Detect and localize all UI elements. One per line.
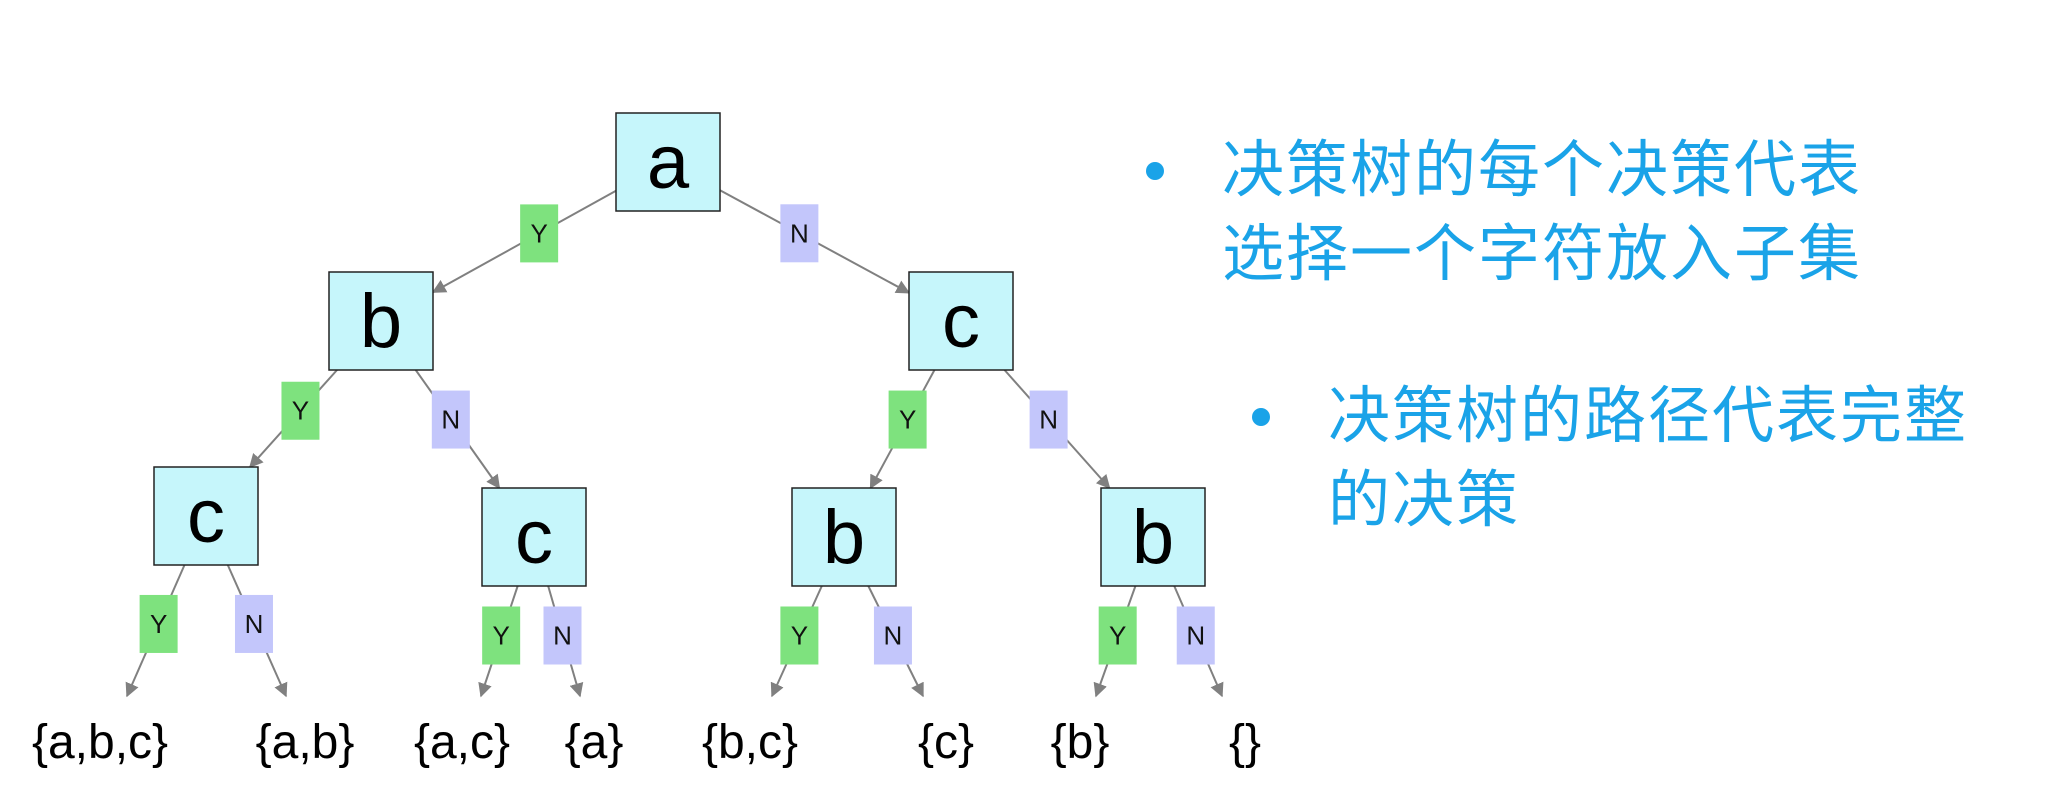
edge-label-text: Y (791, 621, 808, 651)
leaf-subset: {a,b} (256, 716, 355, 769)
yes-label: Y (520, 204, 559, 263)
yes-tag (139, 594, 178, 653)
yes-label: Y (281, 381, 320, 440)
node-box (615, 112, 721, 212)
edge-label-text: Y (292, 396, 309, 426)
no-label: N (873, 606, 912, 665)
edge-label-text: N (553, 621, 572, 651)
leaf-subset: {b,c} (702, 716, 798, 769)
node-box (153, 466, 259, 566)
tree-node-c: c (153, 466, 259, 566)
leaf-subset: {c} (918, 716, 974, 769)
no-label: N (543, 606, 582, 665)
tree-node-b: b (1100, 487, 1206, 587)
leaf-subset: {a,c} (414, 716, 510, 769)
yes-tag (1098, 606, 1137, 665)
leaf-subset: {a,b,c} (32, 716, 168, 769)
tree-node-a: a (615, 112, 721, 212)
no-tag (543, 606, 582, 665)
edge-label-text: N (1186, 621, 1205, 651)
no-tag (873, 606, 912, 665)
node-label: a (647, 120, 690, 205)
edge-label-text: Y (530, 218, 547, 248)
node-box (481, 487, 587, 587)
edge-label-text: Y (492, 621, 509, 651)
no-label: N (234, 594, 273, 653)
yes-label: Y (1098, 606, 1137, 665)
tree-node-c: c (908, 271, 1014, 371)
tree-nodes: a b c c c b b (153, 112, 1206, 587)
yes-label: Y (780, 606, 819, 665)
no-tag (234, 594, 273, 653)
yes-label: Y (888, 390, 927, 449)
edge-label-text: N (245, 609, 264, 639)
tree-node-b: b (328, 271, 434, 371)
leaf-subsets: {a,b,c} {a,b} {a,c} {a} {b,c} {c} {b} {} (32, 716, 1261, 769)
no-tag (431, 390, 470, 449)
node-box (328, 271, 434, 371)
yes-tag (780, 606, 819, 665)
node-label: c (515, 495, 553, 580)
node-box (1100, 487, 1206, 587)
no-tag (780, 204, 819, 263)
leaf-subset: {b} (1051, 716, 1110, 769)
yes-label: Y (139, 594, 178, 653)
node-label: b (823, 495, 865, 580)
yes-tag (520, 204, 559, 263)
leaf-subset: {} (1229, 716, 1261, 769)
edge-label-text: Y (899, 405, 916, 435)
yes-label: Y (482, 606, 521, 665)
edge-label-text: N (884, 621, 903, 651)
node-label: b (360, 279, 402, 364)
node-label: c (942, 279, 980, 364)
edge-label-text: Y (150, 609, 167, 639)
edge-label-text: N (441, 405, 460, 435)
no-label: N (1029, 390, 1068, 449)
leaf-subset: {a} (565, 716, 624, 769)
edge-label-text: Y (1109, 621, 1126, 651)
node-label: c (187, 474, 225, 559)
no-tag (1029, 390, 1068, 449)
tree-node-b: b (791, 487, 897, 587)
yes-tag (482, 606, 521, 665)
edge-label-text: N (790, 218, 809, 248)
yes-tag (281, 381, 320, 440)
no-label: N (431, 390, 470, 449)
tree-node-c: c (481, 487, 587, 587)
edge-label-text: N (1039, 405, 1058, 435)
no-label: N (1176, 606, 1215, 665)
no-tag (1176, 606, 1215, 665)
yes-tag (888, 390, 927, 449)
node-label: b (1132, 495, 1174, 580)
node-box (908, 271, 1014, 371)
node-box (791, 487, 897, 587)
no-label: N (780, 204, 819, 263)
edge-labels: Y N Y N Y N Y N Y N Y N Y N (139, 204, 1215, 665)
